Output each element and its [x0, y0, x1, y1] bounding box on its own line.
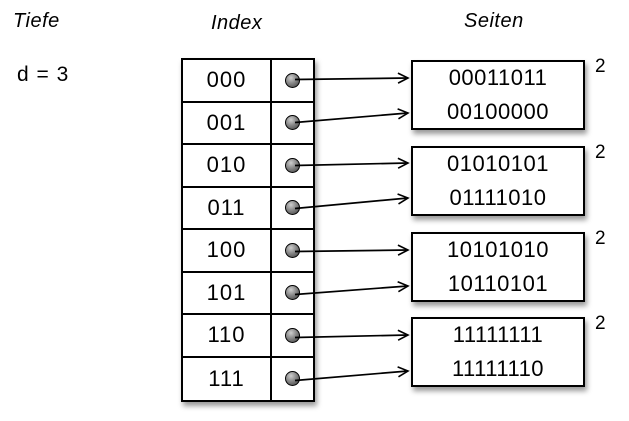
page-box-3: 11111111 11111110 [411, 317, 585, 387]
page-value: 01010101 [447, 151, 549, 176]
pointer-dot-icon [285, 157, 300, 173]
local-depth-badge-2: 2 [595, 228, 606, 249]
index-entry-010: 010 [183, 145, 272, 188]
index-column-title: Index [211, 12, 263, 34]
local-depth-badge-3: 2 [595, 313, 606, 334]
pointer-dot-icon [285, 72, 300, 88]
page-box-2: 10101010 10110101 [411, 232, 585, 302]
pointer-cell-100 [272, 230, 313, 273]
pointer-dot-icon [285, 371, 300, 387]
global-depth-value: d = 3 [17, 63, 70, 86]
page-value: 11111110 [451, 356, 545, 381]
pointer-cell-000 [272, 60, 313, 103]
page-value: 00011011 [448, 65, 548, 90]
page-value: 10101010 [447, 237, 549, 262]
pointer-cell-010 [272, 145, 313, 188]
pages-column-title: Seiten [464, 10, 524, 32]
pointer-cell-111 [272, 358, 313, 401]
local-depth-badge-1: 2 [595, 142, 606, 163]
index-entry-100: 100 [183, 230, 272, 273]
index-entry-101: 101 [183, 272, 272, 315]
index-entry-011: 011 [183, 187, 272, 230]
pointer-dot-icon [285, 285, 300, 301]
pointer-cell-101 [272, 273, 313, 315]
index-entry-111: 111 [183, 357, 272, 400]
index-entry-000: 000 [183, 60, 272, 103]
pointer-cell-011 [272, 188, 313, 230]
pointer-dot-icon [285, 200, 300, 216]
page-value: 01111010 [449, 185, 547, 210]
index-entry-001: 001 [183, 102, 272, 145]
depth-column-title: Tiefe [13, 10, 60, 32]
index-directory-table: 000 001 010 011 100 101 110 111 [181, 58, 315, 402]
pointer-cell-110 [272, 315, 313, 358]
page-box-1: 01010101 01111010 [411, 146, 585, 216]
page-value: 10110101 [447, 271, 549, 296]
pointer-dot-icon [285, 242, 300, 258]
pointer-cell-001 [272, 103, 313, 145]
local-depth-badge-0: 2 [595, 56, 606, 77]
pointer-dot-icon [285, 115, 300, 131]
page-value: 11111111 [452, 322, 544, 347]
pointer-dot-icon [285, 327, 300, 343]
index-entry-110: 110 [183, 315, 272, 358]
page-value: 00100000 [447, 99, 549, 124]
page-box-0: 00011011 00100000 [411, 60, 585, 130]
